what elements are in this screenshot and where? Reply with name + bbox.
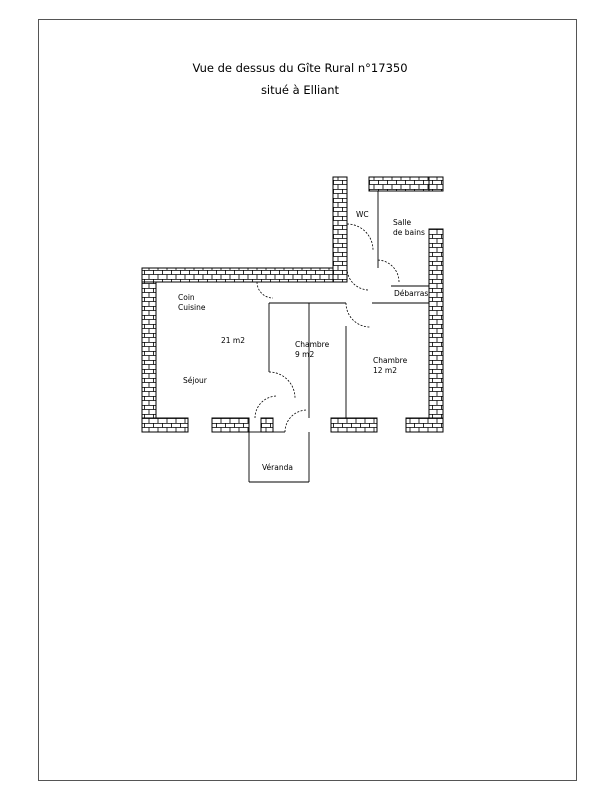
wall-top-left — [141, 267, 346, 283]
label-de-bains: de bains — [393, 228, 425, 237]
label-cuisine: Cuisine — [178, 303, 206, 312]
door-chambre12 — [345, 302, 371, 328]
door-hall — [346, 267, 370, 291]
label-debarras: Débarras — [394, 289, 428, 298]
wall-bottom-5 — [405, 417, 444, 433]
interior-partitions — [156, 191, 429, 483]
door-veranda — [284, 409, 308, 433]
wall-bottom-1 — [141, 417, 189, 433]
label-salle: Salle — [393, 218, 412, 227]
label-coin: Coin — [178, 293, 195, 302]
wall-left — [141, 267, 157, 433]
wall-bottom-2 — [211, 417, 250, 433]
wall-wc-left — [332, 176, 348, 283]
exterior-walls — [141, 176, 444, 433]
label-wc: WC — [356, 210, 369, 219]
label-sejour-area: 21 m2 — [221, 336, 245, 345]
wall-bottom-4 — [330, 417, 378, 433]
wall-bottom-3 — [260, 417, 274, 433]
label-veranda: Véranda — [262, 463, 293, 472]
door-swings — [254, 223, 400, 433]
room-labels: WC Salle de bains Débarras Coin Cuisine … — [178, 210, 428, 472]
door-sdb — [377, 259, 400, 283]
label-chambre-9-area: 9 m2 — [295, 350, 314, 359]
door-chambre9 — [268, 371, 296, 399]
door-wc — [346, 223, 374, 251]
wall-right — [428, 228, 444, 433]
plan-title: Vue de dessus du Gîte Rural n°17350 — [192, 61, 408, 75]
plan-subtitle: situé à Elliant — [260, 83, 340, 97]
page-border — [38, 19, 577, 781]
label-chambre-12-area: 12 m2 — [373, 366, 397, 375]
door-cuisine — [256, 281, 274, 299]
wall-top-right-return — [428, 176, 444, 192]
label-chambre-12: Chambre — [373, 356, 408, 365]
door-sejour — [254, 395, 278, 419]
label-chambre-9: Chambre — [295, 340, 330, 349]
label-sejour: Séjour — [183, 376, 208, 385]
